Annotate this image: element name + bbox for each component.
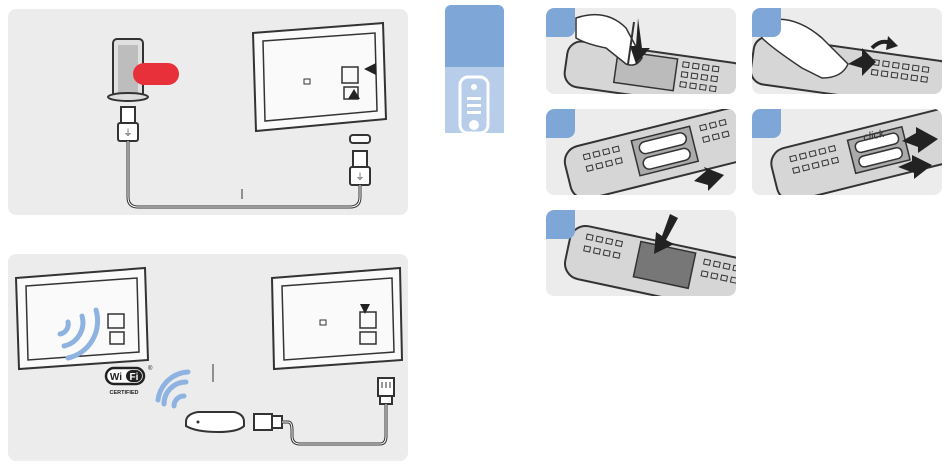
network-connection-diagram: Wi Fi ® CERTIFIED [8, 254, 408, 461]
wifi-waves-icon [158, 372, 188, 406]
usb-drive-icon [108, 39, 179, 101]
svg-text:⏚: ⏚ [355, 172, 364, 182]
step-close-cover [546, 210, 736, 296]
step-number-badge [546, 109, 575, 138]
wifi-registered-mark: ® [148, 365, 153, 372]
tab-header [445, 5, 504, 67]
step-number-badge [752, 109, 781, 138]
ethernet-plug-icon [378, 378, 394, 404]
usb-plug-icon: ⏚ [118, 107, 138, 141]
step-insert-batteries [546, 109, 736, 195]
step-open-cover [546, 8, 736, 94]
ethernet-plug-icon [254, 414, 282, 430]
usb-plug-icon: ⏚ [350, 151, 370, 185]
step-number-badge [752, 8, 781, 37]
step-remove-cover [752, 8, 942, 94]
svg-text:⏚: ⏚ [123, 128, 132, 138]
network-connection-panel: Wi Fi ® CERTIFIED [8, 254, 408, 461]
usb-connection-panel: ⏚ ⏚ [8, 9, 408, 215]
svg-text:CERTIFIED: CERTIFIED [109, 390, 138, 396]
arrow-icon [872, 36, 898, 50]
wifi-certified-logo: Wi Fi ® CERTIFIED [106, 365, 153, 396]
remote-control-icon [458, 75, 490, 133]
router-icon [186, 412, 244, 432]
step-number-badge [546, 210, 575, 239]
svg-text:Wi: Wi [110, 372, 122, 383]
step-slide-cover: click [752, 109, 942, 195]
usb-connection-diagram: ⏚ ⏚ [8, 9, 408, 215]
tv-back-icon [272, 268, 402, 369]
step-number-badge [546, 8, 575, 37]
tv-back-icon [253, 23, 386, 131]
remote-section-tab [445, 5, 504, 133]
svg-text:Fi: Fi [130, 372, 139, 383]
